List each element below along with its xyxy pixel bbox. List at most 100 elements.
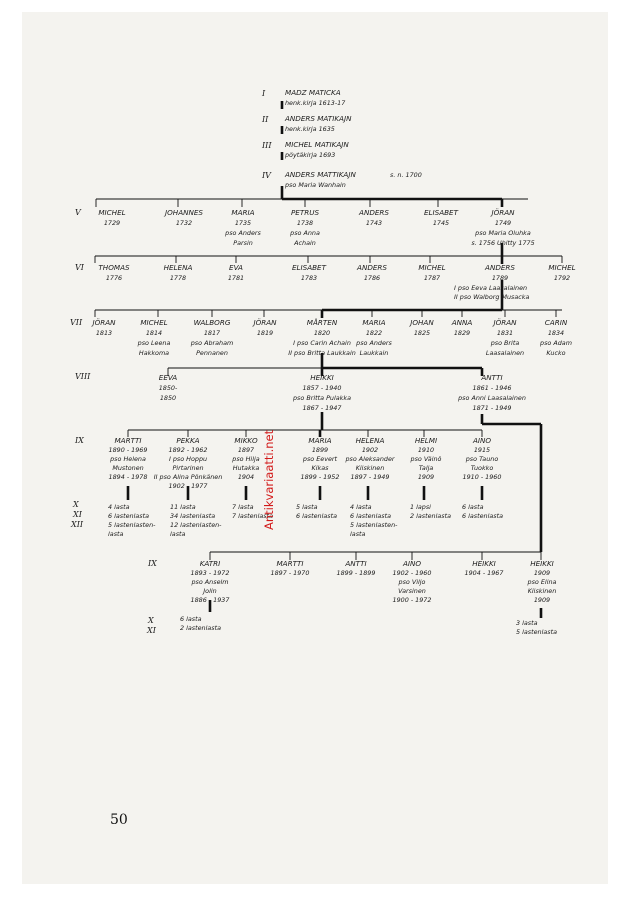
numeral-ix: IX <box>74 436 84 445</box>
person-name: EVA <box>229 263 243 272</box>
person-name: MARIA <box>308 436 331 445</box>
person-detail: 1867 - 1947 <box>303 404 342 412</box>
descendant-count: 2 lastenlasta <box>180 624 221 632</box>
person-name: JOHANNES <box>163 208 203 217</box>
person-detail: 1822 <box>366 329 382 337</box>
person-name: THOMAS <box>98 263 130 272</box>
person-name: MICHEL <box>548 263 575 272</box>
person-detail: 1900 - 1972 <box>393 596 432 604</box>
person-spouse: pso Maria Wanhain <box>284 181 346 189</box>
person-detail: Talja <box>419 464 434 472</box>
person-detail: pso Abraham <box>190 339 234 347</box>
descendant-count: 6 lastenlasta <box>108 512 149 520</box>
person-detail: Hakkoma <box>139 349 169 357</box>
person-detail: 1783 <box>301 274 317 282</box>
person-detail: 1899 - 1952 <box>301 473 340 481</box>
person-name: JOHAN <box>408 318 434 327</box>
person-detail: 1792 <box>554 274 570 282</box>
descendant-count: 6 lastenlasta <box>350 512 391 520</box>
descendant-count: 1 lapsi <box>410 503 431 511</box>
person-detail: 1778 <box>170 274 186 282</box>
person-name: JÖRAN <box>90 318 116 327</box>
person-name: MIKKO <box>234 436 258 445</box>
person-detail: Kiiskinen <box>356 464 385 472</box>
descendant-count: lasta <box>350 530 366 538</box>
person-name: ELISABET <box>424 208 459 217</box>
person-detail: pso Viljo <box>398 578 426 586</box>
person-name: HELMI <box>415 436 437 445</box>
generation-6: THOMAS1776HELENA1778EVA1781ELISABET1783A… <box>98 263 575 282</box>
descendant-count: 3 lasta <box>516 619 538 627</box>
descendant-count: 34 lastenlasta <box>170 512 215 520</box>
person-spouse: I pso Eeva Laasalainen <box>454 284 527 292</box>
person-detail: 1902 - 1960 <box>393 569 432 577</box>
person-detail: pso Anders <box>355 339 392 347</box>
person-detail: Laasalainen <box>486 349 524 357</box>
person-detail: 1786 <box>364 274 380 282</box>
numeral-x-b: X <box>147 616 154 625</box>
numeral-xi: XI <box>72 510 83 519</box>
numeral-i: I <box>261 89 266 98</box>
person-detail: 1732 <box>176 219 192 227</box>
person-detail: 1787 <box>424 274 440 282</box>
person-detail: I pso Carin Achain <box>293 339 351 347</box>
person-detail: 1735 <box>235 219 251 227</box>
generation-1-4: MADZ MATICKA henk.kirja 1613-17 ANDERS M… <box>284 88 422 189</box>
person-name: JÖRAN <box>491 318 517 327</box>
person-name: JÖRAN <box>251 318 277 327</box>
person-detail: pso Elina <box>527 578 557 586</box>
person-detail: 1904 - 1967 <box>465 569 504 577</box>
person-note: henk.kirja 1613-17 <box>285 99 345 107</box>
person-detail: 1819 <box>257 329 273 337</box>
person-detail: 1915 <box>474 446 490 454</box>
person-detail: Varsinen <box>398 587 426 595</box>
person-name: MICHEL <box>418 263 445 272</box>
person-detail: Pirtarinen <box>172 464 203 472</box>
person-detail: 1897 - 1949 <box>351 473 390 481</box>
person-name: KATRI <box>200 559 221 568</box>
person-detail: pso Maria Oluhka <box>474 229 531 237</box>
numeral-vii: VII <box>70 318 83 327</box>
person-name: MARIA <box>362 318 385 327</box>
descendant-count: 12 lastenlasten- <box>170 521 222 529</box>
person-detail: pso Hilja <box>231 455 259 463</box>
person-name: ANDERS MATTIKAJN <box>284 170 356 179</box>
tree-connectors <box>94 101 563 618</box>
page-background <box>22 12 608 884</box>
person-note: s. n. 1700 <box>390 171 422 179</box>
person-detail: 1892 - 1962 <box>169 446 208 454</box>
person-detail: 1909 <box>418 473 434 481</box>
generation-numerals: I II III IV V VI VII VIII IX X XI XII IX… <box>70 89 272 635</box>
numeral-vi: VI <box>75 263 85 272</box>
person-detail: Parsin <box>233 239 253 247</box>
person-detail: pso Brita <box>490 339 520 347</box>
person-detail: pso Anna <box>289 229 320 237</box>
person-detail: 1871 - 1949 <box>473 404 512 412</box>
person-name: PEKKA <box>176 436 199 445</box>
person-detail: 1902 <box>362 446 378 454</box>
person-detail: 1886 - 1937 <box>191 596 230 604</box>
person-detail: 1910 - 1960 <box>463 473 502 481</box>
person-detail: 1902 - 1977 <box>169 482 208 490</box>
person-detail: pso Eevert <box>302 455 338 463</box>
person-detail: II pso Britta Laukkain <box>288 349 356 357</box>
person-detail: 1813 <box>96 329 112 337</box>
numeral-v: V <box>75 208 82 217</box>
person-detail: 1781 <box>228 274 244 282</box>
person-detail: pso Anders <box>224 229 261 237</box>
person-detail: 1789 <box>492 274 508 282</box>
person-detail: s. 1756 Uhitty 1775 <box>471 239 534 247</box>
person-detail: Tuokko <box>471 464 494 472</box>
numeral-viii: VIII <box>75 372 91 381</box>
person-detail: pso Anselm <box>190 578 228 586</box>
person-name: HEIKKI <box>530 559 554 568</box>
person-name: ANNA <box>451 318 473 327</box>
descendant-count: 7 lasta <box>232 503 254 511</box>
person-detail: 1857 - 1940 <box>303 384 342 392</box>
person-name: MADZ MATICKA <box>285 88 341 97</box>
numeral-x: X <box>72 500 79 509</box>
numeral-iv: IV <box>261 171 272 180</box>
